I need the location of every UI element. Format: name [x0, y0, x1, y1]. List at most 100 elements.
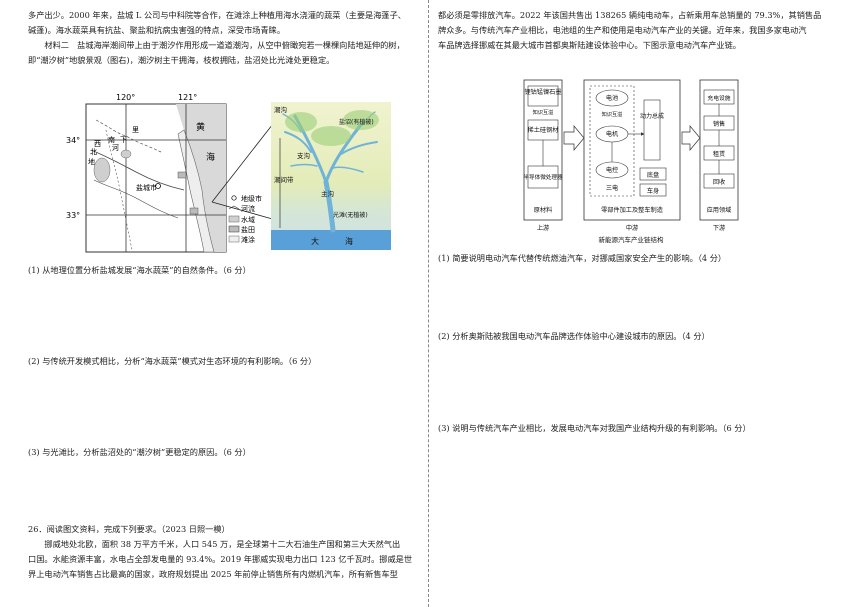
midstream-label: 中游	[626, 224, 638, 232]
label-zhugou: 主沟	[321, 189, 334, 198]
raw2-text: 稀土硅钢材	[528, 126, 559, 134]
salt-field	[177, 171, 187, 179]
knowledge1-text: 知识互溢	[533, 108, 554, 116]
knowledge2-text: 知识互溢	[602, 110, 623, 118]
question-26-1: (1) 简要说明电动汽车代替传统燃油汽车，对挪威国家安全产生的影响。（4 分）	[438, 253, 727, 263]
label-zhigou: 支沟	[297, 151, 310, 160]
downstream-frame	[699, 79, 739, 221]
legend-label: 水域	[241, 215, 255, 224]
boundary-line	[95, 119, 162, 153]
label-da: 大	[311, 236, 319, 246]
text-line: 材料二 盐城海岸潮间带上由于潮汐作用形成一道道潮沟，从空中俯瞰宛若一棵棵向陆地延…	[28, 40, 405, 50]
city-marker	[155, 183, 161, 189]
map-legend: 地级市 河流 水域 盐田 滩涂	[228, 194, 262, 244]
body-text: 车身	[647, 187, 659, 195]
three-electric-text: 三电	[606, 184, 618, 192]
motor-text: 电机	[606, 130, 619, 138]
node-body	[639, 183, 667, 197]
label-guangtan: 光滩(无植被)	[333, 211, 368, 219]
sales-text: 销售	[713, 120, 725, 128]
raw1-text: 锂钴锰镍石墨	[524, 88, 561, 96]
column-divider	[428, 0, 429, 607]
question-2: (2) 与传统开发模式相比，分析“海水蔬菜”模式对生态环境的有利影响。（6 分）	[28, 356, 317, 366]
place-label-hai: 海	[206, 151, 215, 163]
label-chaojiandai: 潮间带	[274, 175, 294, 184]
tidal-flat	[177, 129, 215, 253]
flow-arrow-1	[563, 125, 585, 151]
node-battery	[595, 89, 629, 107]
downstream-label: 下游	[713, 224, 725, 232]
legend-label: 河流	[241, 204, 255, 213]
recycle-text: 回收	[713, 178, 725, 186]
river-line	[90, 149, 185, 191]
left-column: 多产出少。2000 年来，盐城 L 公司与中科院等合作，在滩涂上种植用海水浇灌的…	[28, 0, 423, 607]
app-label: 应用领域	[707, 206, 732, 214]
chassis-text: 底盘	[647, 171, 659, 179]
place-label-di: 地	[88, 157, 95, 166]
text-line: 口国。水能资源丰富，水电占全部发电量的 93.4%。2019 年挪威实现电力出口…	[28, 554, 413, 564]
raw-label: 原材料	[534, 206, 553, 214]
upstream-frame	[523, 79, 563, 221]
powertrain-text: 动力总成	[640, 112, 664, 120]
place-label-huang: 黄	[196, 121, 205, 133]
upstream-label: 上游	[537, 224, 549, 232]
legend-label: 地级市	[241, 194, 262, 203]
battery-text: 电池	[606, 94, 618, 102]
text-line: 挪威地处北欧，面积 38 万平方千米，人口 545 万，是全球第十二大石油生产国…	[28, 539, 401, 549]
midstream-frame	[583, 79, 681, 221]
lake	[93, 157, 111, 183]
question-3: (3) 与光滩比，分析盐沼处的“潮汐树”更稳定的原因。（6 分）	[28, 447, 251, 457]
pointer-line	[211, 201, 276, 221]
place-label-bei: 北	[90, 148, 97, 156]
node-powertrain	[643, 99, 661, 161]
right-column: 都必须是零排放汽车。2022 年该国共售出 138265 辆纯电动车，占新乘用车…	[438, 0, 833, 607]
label-yanzhao: 盐沼(有植被)	[339, 118, 374, 126]
three-electric-frame	[589, 85, 635, 197]
place-label-li: 里	[132, 126, 139, 134]
lat-label-34: 34°	[66, 136, 80, 145]
vegetation	[285, 110, 379, 146]
place-label-xi: 西	[94, 140, 101, 148]
question-1: (1) 从地理位置分析盐城发展“海水蔬菜”的自然条件。（6 分）	[28, 265, 251, 275]
chain-caption: 新能源汽车产业链结构	[599, 235, 665, 244]
question-26-2: (2) 分析奥斯陆被我国电动汽车品牌选作体验中心建设城市的原因。（4 分）	[438, 331, 710, 341]
question-26: 26．阅读图文资料，完成下列要求。（2023 日照一模） 挪威地处北欧，面积 3…	[28, 522, 423, 582]
pointer-line	[211, 119, 276, 203]
mid-label: 零部件加工及整车制造	[601, 206, 663, 214]
charging-text: 充电设施	[707, 94, 730, 102]
legend-label: 盐田	[241, 225, 255, 234]
text-line: 车品牌选择挪威在其最大城市首都奥斯陆建设体验中心。下图示意电动汽车产业链。	[438, 40, 741, 50]
text-line: 都必须是零排放汽车。2022 年该国共售出 138265 辆纯电动车，占新乘用车…	[438, 10, 822, 20]
place-label-yancheng: 盐城市	[136, 183, 157, 192]
raw3-text: 半导体微处理器	[523, 173, 563, 181]
yancheng-map: 120° 121° 34° 33° 黄 海 盐城市 里 南 下 河	[66, 93, 276, 253]
ev-industry-chain-diagram: 锂钴锰镍石墨 知识互溢 稀土硅钢材 半导体微处理器 原材料 上游 电池 知识互溢…	[523, 79, 739, 244]
text-line: 多产出少。2000 年来，盐城 L 公司与中科院等合作，在滩涂上种植用海水浇灌的…	[28, 10, 406, 20]
lake	[120, 149, 132, 159]
flow-arrow-2	[681, 125, 701, 151]
text-line: 牌众多。与传统汽车产业相比，电池组的生产和使用是电动汽车产业的关键。近年来，我国…	[438, 25, 807, 35]
question-26-heading: 26．阅读图文资料，完成下列要求。（2023 日照一模）	[28, 524, 230, 534]
lease-text: 租赁	[713, 150, 725, 158]
question-26-3: (3) 说明与传统汽车产业相比，发展电动汽车对我国产业结构升级的有利影响。（6 …	[438, 423, 751, 433]
lat-label-33: 33°	[66, 211, 80, 220]
lon-label-121: 121°	[178, 93, 197, 102]
lon-label-120: 120°	[116, 93, 135, 102]
tidal-tree-diagram: 潮沟 盐沼(有植被) 支沟 潮间带 主沟 光滩(无植被) 大 海	[271, 102, 391, 250]
place-label-he: 河	[112, 144, 119, 152]
salt-field	[189, 207, 199, 215]
legend-label: 滩涂	[241, 235, 255, 244]
node-chassis	[639, 167, 667, 181]
node-raw1	[527, 85, 559, 107]
material1-tail: 多产出少。2000 年来，盐城 L 公司与中科院等合作，在滩涂上种植用海水浇灌的…	[28, 8, 423, 68]
place-label-nan: 南	[108, 135, 115, 144]
label-chaogou: 潮沟	[274, 105, 287, 114]
river-line	[93, 179, 179, 219]
control-text: 电控	[606, 166, 618, 174]
text-line: 即“潮汐树”地貌景观（图右)，潮汐树主干拥海，枝杈拥陆，盐沼处比光滩处更稳定。	[28, 55, 335, 65]
sea-band	[271, 230, 391, 250]
text-line: 界上电动汽车销售占比最高的国家，政府规划提出 2025 年前停止销售所有内燃机汽…	[28, 569, 398, 579]
norway-text: 都必须是零排放汽车。2022 年该国共售出 138265 辆纯电动车，占新乘用车…	[438, 8, 833, 53]
boundary-line	[105, 129, 133, 251]
label-hai: 海	[345, 236, 353, 246]
